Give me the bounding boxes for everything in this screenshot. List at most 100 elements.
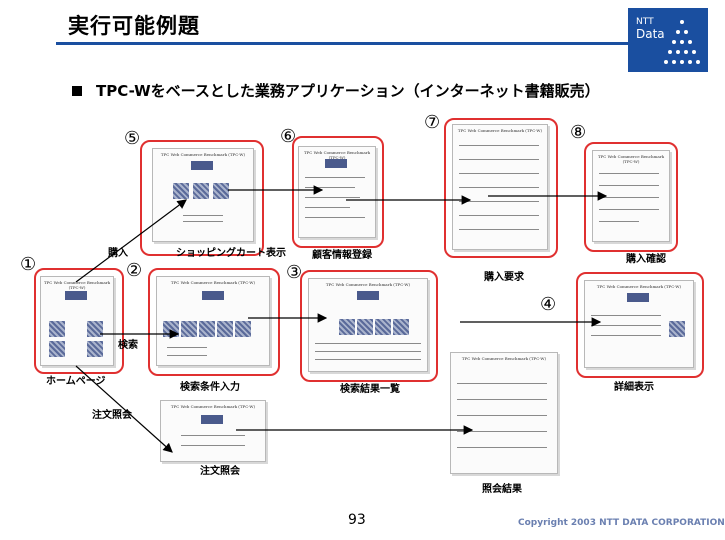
screen-order-line [181, 445, 245, 446]
screen-confirm-line [599, 209, 659, 210]
screen-order-result-line [457, 399, 547, 400]
label-search: 検索 [118, 340, 138, 351]
screen-cart-header: TPC Web Commerce Benchmark (TPC-W) [160, 152, 246, 157]
screen-cart-thumb [193, 183, 209, 199]
screen-home-thumb [87, 321, 103, 337]
page-number: 93 [348, 512, 366, 528]
screen-detail: TPC Web Commerce Benchmark (TPC-W) [584, 280, 694, 368]
screen-cart-line [183, 215, 223, 216]
screen-customer-header: TPC Web Commerce Benchmark (TPC-W) [303, 150, 371, 160]
svg-text:NTT: NTT [636, 17, 654, 27]
label-purchase: 購入 [108, 248, 128, 259]
screen-detail-thumb [669, 321, 685, 337]
screen-confirm-line [599, 185, 659, 186]
screen-request-line [459, 187, 539, 188]
screen-search-thumb [235, 321, 251, 337]
screen-detail-line [591, 335, 661, 336]
screen-customer-line [305, 217, 365, 218]
marker-5: ⑤ [124, 128, 141, 149]
screen-confirm-line [599, 173, 659, 174]
screen-results-thumb [375, 319, 391, 335]
screen-order-logo [201, 415, 223, 424]
label-customer: 顧客情報登録 [312, 250, 372, 261]
highlight-box-customer [292, 136, 384, 248]
screen-order-result-line [457, 447, 547, 448]
screen-search: TPC Web Commerce Benchmark (TPC-W) [156, 276, 270, 366]
label-order-inquiry-2: 注文照会 [200, 466, 240, 477]
screen-request: TPC Web Commerce Benchmark (TPC-W) [452, 124, 548, 250]
marker-6: ⑥ [280, 126, 297, 147]
screen-search-line [167, 355, 207, 356]
subtitle: TPC-Wをベースとした業務アプリケーション（インターネット書籍販売） [96, 82, 600, 100]
screen-home-logo [65, 291, 87, 300]
screen-cart-thumb [173, 183, 189, 199]
highlight-box-home [34, 268, 124, 374]
screen-confirm-header: TPC Web Commerce Benchmark (TPC-W) [597, 154, 665, 164]
screen-results-thumb [357, 319, 373, 335]
marker-2: ② [126, 260, 143, 281]
screen-request-line [459, 173, 539, 174]
screen-home-header: TPC Web Commerce Benchmark (TPC-W) [43, 280, 111, 290]
screen-request-header: TPC Web Commerce Benchmark (TPC-W) [457, 128, 543, 133]
subtitle-bullet [72, 86, 82, 96]
highlight-box-search [148, 268, 280, 376]
label-inquiry-result: 照会結果 [482, 484, 522, 495]
screen-order-result-line [457, 431, 547, 432]
label-detail: 詳細表示 [614, 382, 654, 393]
page-title: 実行可能例題 [68, 14, 200, 38]
screen-request-line [459, 145, 539, 146]
arrow-home-to-cart [75, 199, 187, 283]
ntt-data-logo: NTT Data [628, 8, 708, 72]
screen-detail-line [591, 325, 661, 326]
screen-results-thumb [393, 319, 409, 335]
screen-order-result: TPC Web Commerce Benchmark (TPC-W) [450, 352, 558, 474]
screen-results: TPC Web Commerce Benchmark (TPC-W) [308, 278, 428, 372]
screen-order-result-line [457, 415, 547, 416]
screen-confirm-line [599, 221, 639, 222]
screen-search-thumb [217, 321, 233, 337]
screen-search-thumb [199, 321, 215, 337]
screen-search-header: TPC Web Commerce Benchmark (TPC-W) [170, 280, 256, 285]
screen-order-line [181, 435, 245, 436]
marker-1: ① [20, 254, 37, 275]
label-cart: ショッピングカート表示 [176, 248, 286, 259]
screen-detail-line [591, 315, 661, 316]
screen-home-thumb [87, 341, 103, 357]
screen-cart: TPC Web Commerce Benchmark (TPC-W) [152, 148, 254, 242]
screen-detail-header: TPC Web Commerce Benchmark (TPC-W) [596, 284, 682, 289]
label-confirm: 購入確認 [626, 254, 666, 265]
screen-home: TPC Web Commerce Benchmark (TPC-W) [40, 276, 114, 366]
highlight-box-request [444, 118, 558, 258]
screen-results-line [315, 359, 421, 360]
highlight-box-cart [140, 140, 264, 256]
screen-cart-logo [191, 161, 213, 170]
screen-home-thumb [49, 341, 65, 357]
screen-confirm-line [599, 197, 659, 198]
screen-customer-logo [325, 159, 347, 168]
screen-order-result-line [457, 383, 547, 384]
screen-customer: TPC Web Commerce Benchmark (TPC-W) [298, 146, 376, 238]
label-results: 検索結果一覧 [340, 384, 400, 395]
screen-results-line [315, 343, 421, 344]
screen-customer-line [305, 177, 365, 178]
arrow-home-to-order [75, 365, 173, 453]
label-search-input: 検索条件入力 [180, 382, 240, 393]
screen-results-thumb [339, 319, 355, 335]
screen-request-line [459, 201, 539, 202]
highlight-box-detail [576, 272, 704, 378]
screen-search-logo [202, 291, 224, 300]
marker-7: ⑦ [424, 112, 441, 133]
label-request: 購入要求 [484, 272, 524, 283]
svg-text:Data: Data [636, 27, 665, 41]
screen-detail-logo [627, 293, 649, 302]
screen-search-line [167, 347, 207, 348]
label-order-inquiry: 注文照会 [92, 410, 132, 421]
screen-order-header: TPC Web Commerce Benchmark (TPC-W) [170, 404, 256, 409]
screen-customer-line [305, 207, 350, 208]
screen-cart-line [183, 221, 223, 222]
marker-3: ③ [286, 262, 303, 283]
screen-cart-thumb [213, 183, 229, 199]
screen-request-line [459, 159, 539, 160]
screen-order: TPC Web Commerce Benchmark (TPC-W) [160, 400, 266, 462]
